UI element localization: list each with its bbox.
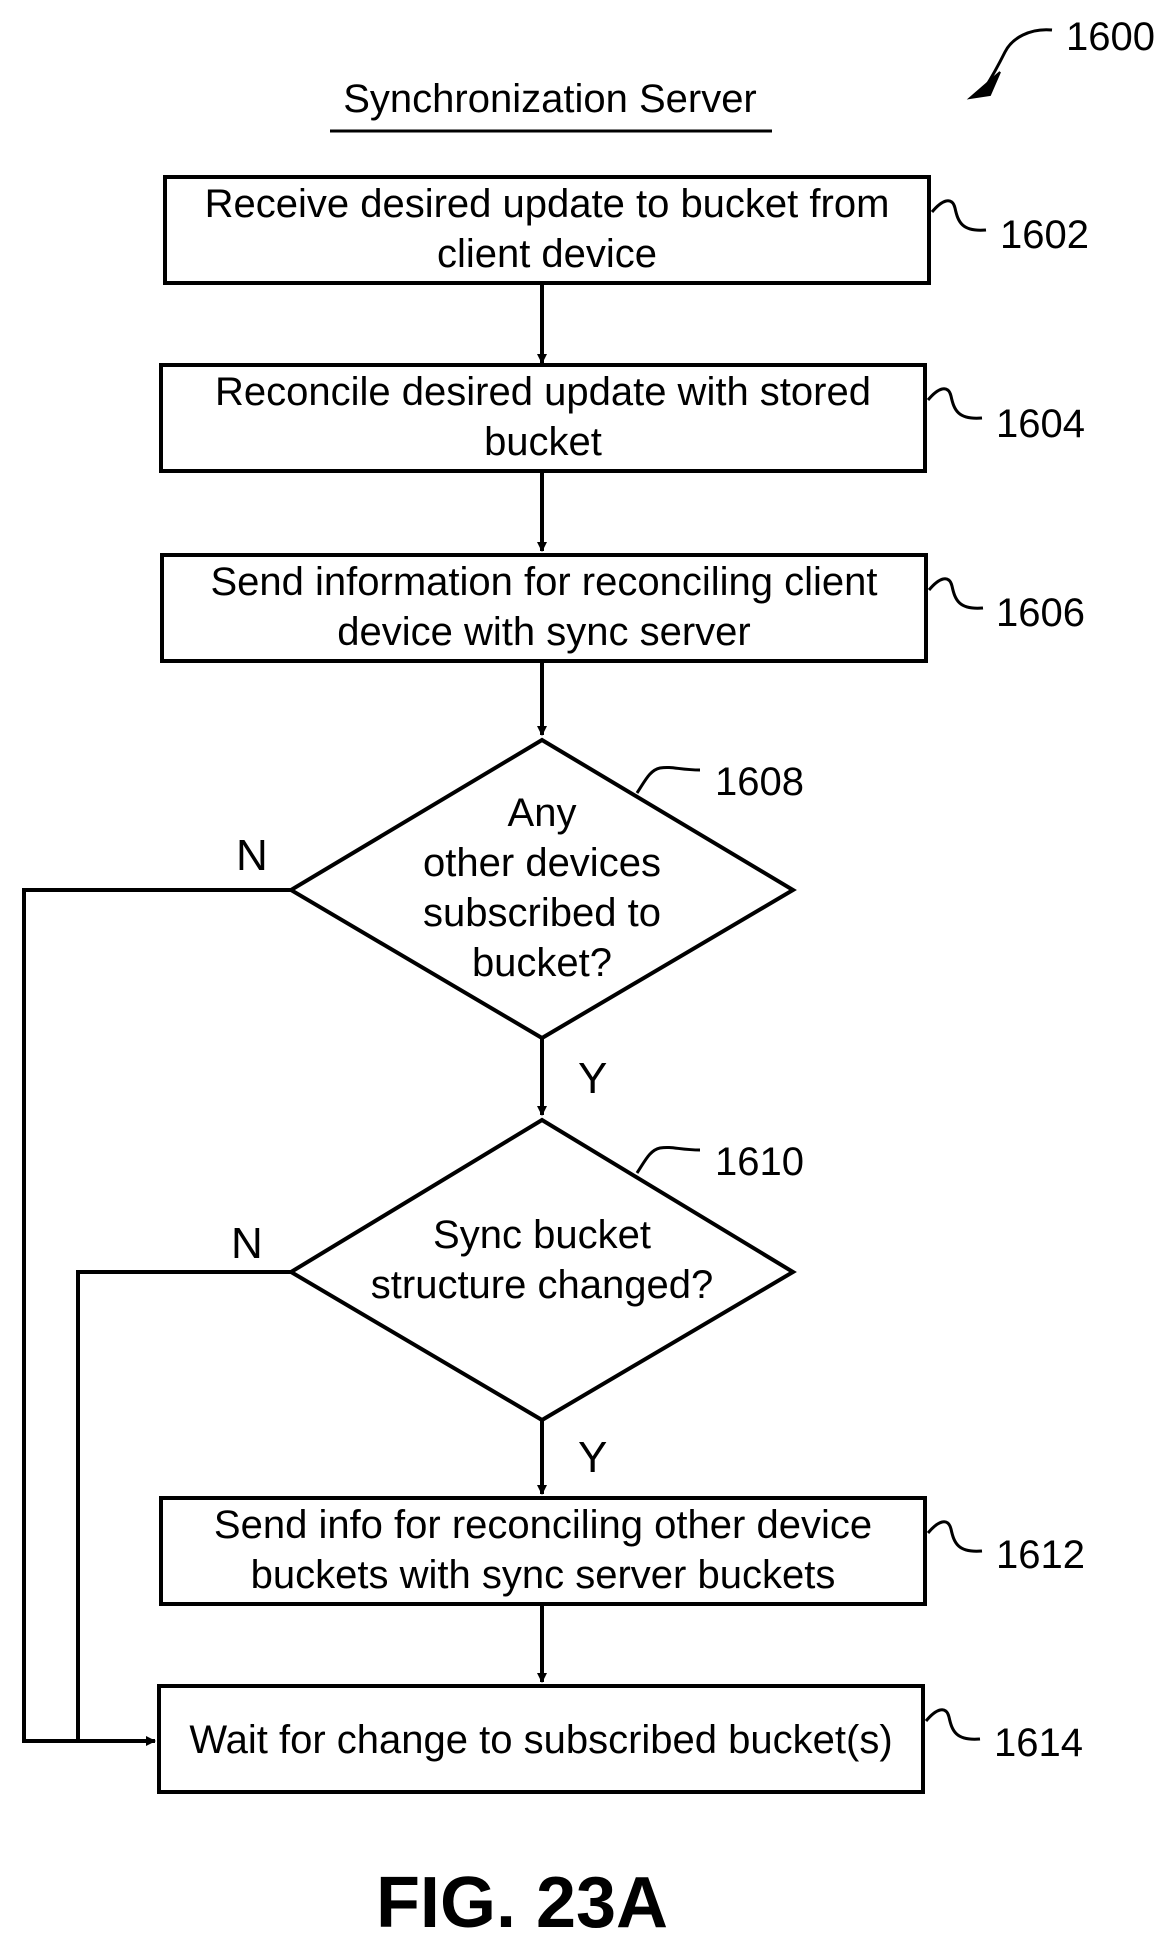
ref-squiggle-1614 bbox=[926, 1710, 980, 1740]
ref-label-1610: 1610 bbox=[715, 1140, 804, 1184]
branch-label-1608-yes: Y bbox=[578, 1054, 607, 1103]
ref-label-1608: 1608 bbox=[715, 760, 804, 804]
process-box-1602: Receive desired update to bucket from cl… bbox=[165, 177, 929, 283]
step-1614-line-1: Wait for change to subscribed bucket(s) bbox=[189, 1718, 892, 1762]
step-1610-line-2: structure changed? bbox=[371, 1263, 713, 1307]
branch-label-1610-no: N bbox=[231, 1219, 263, 1268]
reference-pointer-arrow bbox=[970, 30, 1052, 98]
step-1604-line-2: bucket bbox=[484, 420, 602, 464]
ref-label-1614: 1614 bbox=[994, 1721, 1083, 1765]
ref-squiggle-1604 bbox=[928, 389, 982, 419]
process-box-1604: Reconcile desired update with stored buc… bbox=[161, 365, 925, 471]
step-1602-line-2: client device bbox=[437, 232, 657, 276]
step-1604-line-1: Reconcile desired update with stored bbox=[215, 370, 871, 414]
diagram-title: Synchronization Server bbox=[343, 77, 757, 121]
step-1608-line-2: other devices bbox=[423, 841, 661, 885]
branch-label-1608-no: N bbox=[236, 831, 268, 880]
ref-label-1606: 1606 bbox=[996, 591, 1085, 635]
step-1612-line-1: Send info for reconciling other device bbox=[214, 1503, 872, 1547]
step-1606-line-1: Send information for reconciling client bbox=[210, 560, 877, 604]
step-1612-line-2: buckets with sync server buckets bbox=[251, 1553, 836, 1597]
ref-squiggle-1602 bbox=[932, 201, 986, 231]
step-1602-line-1: Receive desired update to bucket from bbox=[205, 182, 890, 226]
step-1610-line-1: Sync bucket bbox=[433, 1213, 651, 1257]
figure-reference-number: 1600 bbox=[1066, 15, 1155, 59]
connector-1608-no-to-1614 bbox=[24, 890, 291, 1741]
step-1608-line-4: bucket? bbox=[472, 941, 612, 985]
figure-label: FIG. 23A bbox=[376, 1863, 668, 1943]
step-1608-line-3: subscribed to bbox=[423, 891, 661, 935]
step-1608-line-1: Any bbox=[508, 791, 577, 835]
step-1606-line-2: device with sync server bbox=[337, 610, 750, 654]
branch-label-1610-yes: Y bbox=[578, 1433, 607, 1482]
ref-squiggle-1606 bbox=[929, 579, 983, 609]
ref-squiggle-1612 bbox=[928, 1522, 982, 1552]
ref-squiggle-1608 bbox=[637, 767, 700, 793]
ref-label-1602: 1602 bbox=[1000, 213, 1089, 257]
process-box-1606: Send information for reconciling client … bbox=[162, 555, 926, 661]
ref-label-1612: 1612 bbox=[996, 1533, 1085, 1577]
process-box-1612: Send info for reconciling other device b… bbox=[161, 1498, 925, 1604]
ref-squiggle-1610 bbox=[637, 1147, 700, 1173]
ref-label-1604: 1604 bbox=[996, 402, 1085, 446]
process-box-1614: Wait for change to subscribed bucket(s) bbox=[159, 1686, 923, 1792]
